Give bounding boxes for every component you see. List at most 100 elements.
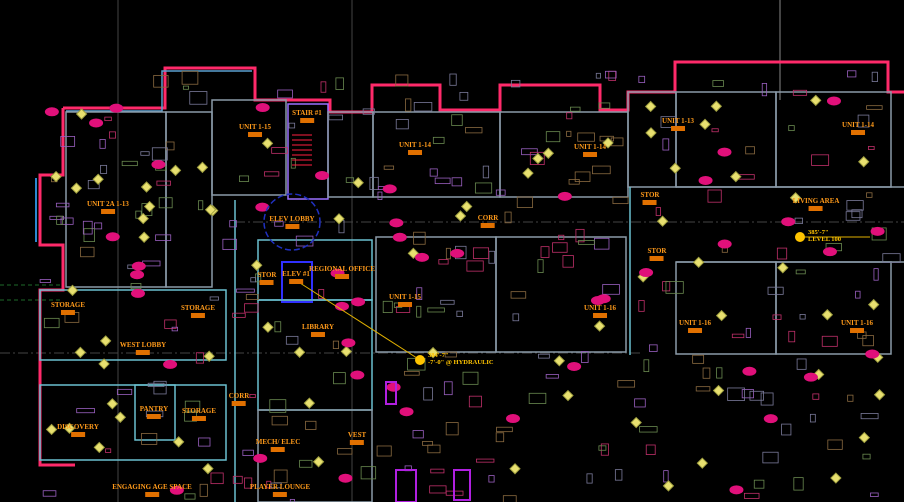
light-fixture-icon (303, 397, 316, 409)
furniture (405, 98, 412, 112)
furniture (416, 305, 422, 318)
furniture (529, 151, 545, 165)
furniture (847, 394, 854, 402)
furniture (164, 319, 177, 329)
furniture (423, 387, 433, 401)
room-label: STORAGE (181, 304, 215, 318)
elevator-lobby-outline (263, 193, 321, 251)
hydraulic-marker: 384'-7" -7'-0" @ HYDRAULIC (428, 352, 494, 366)
furniture (39, 279, 51, 283)
furniture (432, 136, 445, 144)
door-tag-icon (399, 407, 414, 417)
furniture (395, 74, 409, 87)
furniture (60, 136, 76, 147)
light-fixture-icon (532, 152, 544, 165)
room-label: ELEV LOBBY (269, 215, 314, 229)
furniture (245, 294, 259, 300)
furniture (429, 485, 447, 494)
furniture (598, 445, 607, 451)
furniture (772, 314, 782, 320)
furniture (345, 177, 355, 183)
door-tag-icon (781, 217, 796, 227)
furniture (692, 354, 705, 364)
furniture (80, 246, 95, 258)
light-fixture-icon (630, 416, 642, 429)
furniture (614, 469, 623, 481)
door-tag-icon (131, 261, 146, 271)
light-fixture-icon (172, 436, 185, 448)
furniture (566, 130, 572, 137)
furniture (600, 443, 609, 456)
furniture (602, 284, 620, 295)
furniture (155, 234, 172, 241)
hydraulic-elevation: 384'-7" (428, 352, 449, 359)
light-fixture-icon (70, 182, 83, 194)
furniture (792, 89, 808, 96)
door-tag-icon (109, 103, 124, 113)
furniture (488, 475, 495, 483)
furniture (638, 75, 646, 83)
light-fixture-icon (98, 358, 110, 370)
room-label: PLAYER LOUNGE (250, 483, 310, 497)
furniture (871, 71, 878, 82)
furniture (181, 70, 199, 85)
light-fixture-icon (114, 411, 127, 423)
leader-line (299, 282, 421, 361)
furniture (198, 437, 211, 447)
furniture (360, 466, 377, 480)
furniture (845, 211, 861, 221)
furniture (271, 415, 288, 426)
furniture (165, 141, 175, 151)
furniture (438, 259, 449, 265)
furniture (649, 344, 658, 352)
hydraulic-label: -7'-0" @ HYDRAULIC (428, 359, 494, 366)
furniture (528, 392, 547, 404)
furniture (440, 299, 455, 305)
furniture (504, 211, 512, 224)
furniture (333, 372, 346, 385)
light-fixture-icon (45, 423, 58, 436)
light-fixture-icon (461, 200, 473, 213)
furniture (781, 423, 792, 436)
door-tag-icon (717, 239, 732, 249)
furniture (592, 165, 611, 175)
furniture (413, 231, 426, 245)
light-fixture-icon (662, 480, 675, 492)
door-tag-icon (717, 147, 732, 157)
room-label: CORR (229, 392, 250, 406)
furniture-and-fixtures (39, 70, 901, 502)
furniture (665, 281, 684, 294)
light-fixture-icon (522, 167, 534, 179)
light-fixture-icon (407, 247, 420, 260)
furniture (749, 390, 764, 401)
furniture (610, 137, 624, 147)
furniture (465, 127, 483, 134)
furniture (695, 386, 711, 392)
light-fixture-icon (712, 384, 725, 397)
light-fixture-icon (137, 212, 149, 225)
room-label: UNIT 1-16 (679, 319, 711, 333)
furniture (430, 468, 445, 474)
furniture (510, 79, 521, 88)
light-fixture-icon (75, 108, 88, 120)
door-tag-icon (596, 294, 611, 304)
door-tag-icon (822, 247, 837, 257)
furniture (121, 160, 138, 167)
furniture (158, 197, 173, 209)
furniture (604, 70, 617, 79)
furniture (445, 247, 451, 260)
furniture (383, 165, 395, 170)
room-label: REGIONAL OFFICE (309, 265, 375, 279)
door-tag-icon (803, 372, 818, 382)
furniture (510, 291, 527, 299)
door-tag-icon (255, 202, 270, 212)
furniture (488, 250, 496, 264)
door-tag-icon (865, 349, 880, 359)
light-fixture-icon (593, 320, 606, 332)
furniture (449, 73, 457, 86)
furniture (741, 389, 754, 399)
furniture (299, 459, 313, 468)
light-fixture-icon (644, 100, 657, 113)
furniture (182, 85, 189, 90)
